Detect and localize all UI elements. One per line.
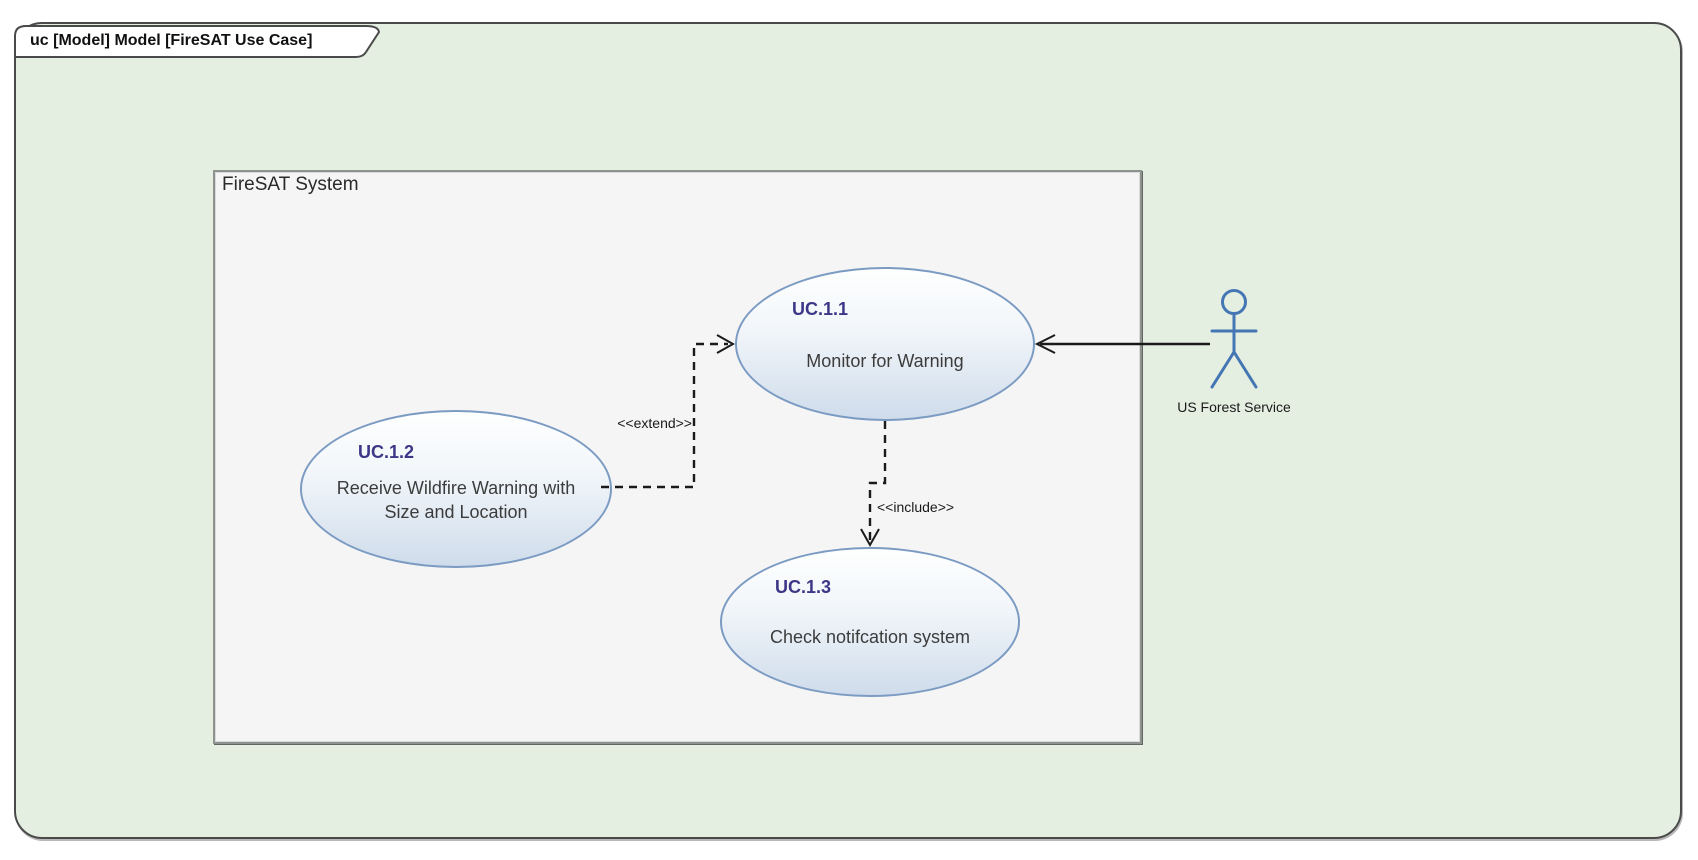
extend-stereotype-label: <<extend>>	[617, 415, 692, 431]
usecase-uc12[interactable]: UC.1.2 Receive Wildfire Warning with Siz…	[300, 410, 612, 568]
include-stereotype-label: <<include>>	[877, 499, 955, 515]
system-boundary-label: FireSAT System	[222, 174, 359, 195]
usecase-name: Receive Wildfire Warning with Size and L…	[336, 478, 576, 522]
usecase-id: UC.1.2	[358, 442, 415, 462]
usecase-id: UC.1.3	[775, 577, 832, 597]
usecase-uc11[interactable]: UC.1.1 Monitor for Warning	[735, 267, 1035, 421]
actor-name-label: US Forest Service	[1177, 399, 1291, 415]
usecase-name: Check notifcation system	[769, 627, 971, 647]
usecase-name: Monitor for Warning	[806, 351, 964, 371]
usecase-id: UC.1.1	[792, 299, 849, 319]
usecase-uc13[interactable]: UC.1.3 Check notifcation system	[720, 547, 1020, 697]
frame-title: uc [Model] Model [FireSAT Use Case]	[30, 32, 313, 49]
